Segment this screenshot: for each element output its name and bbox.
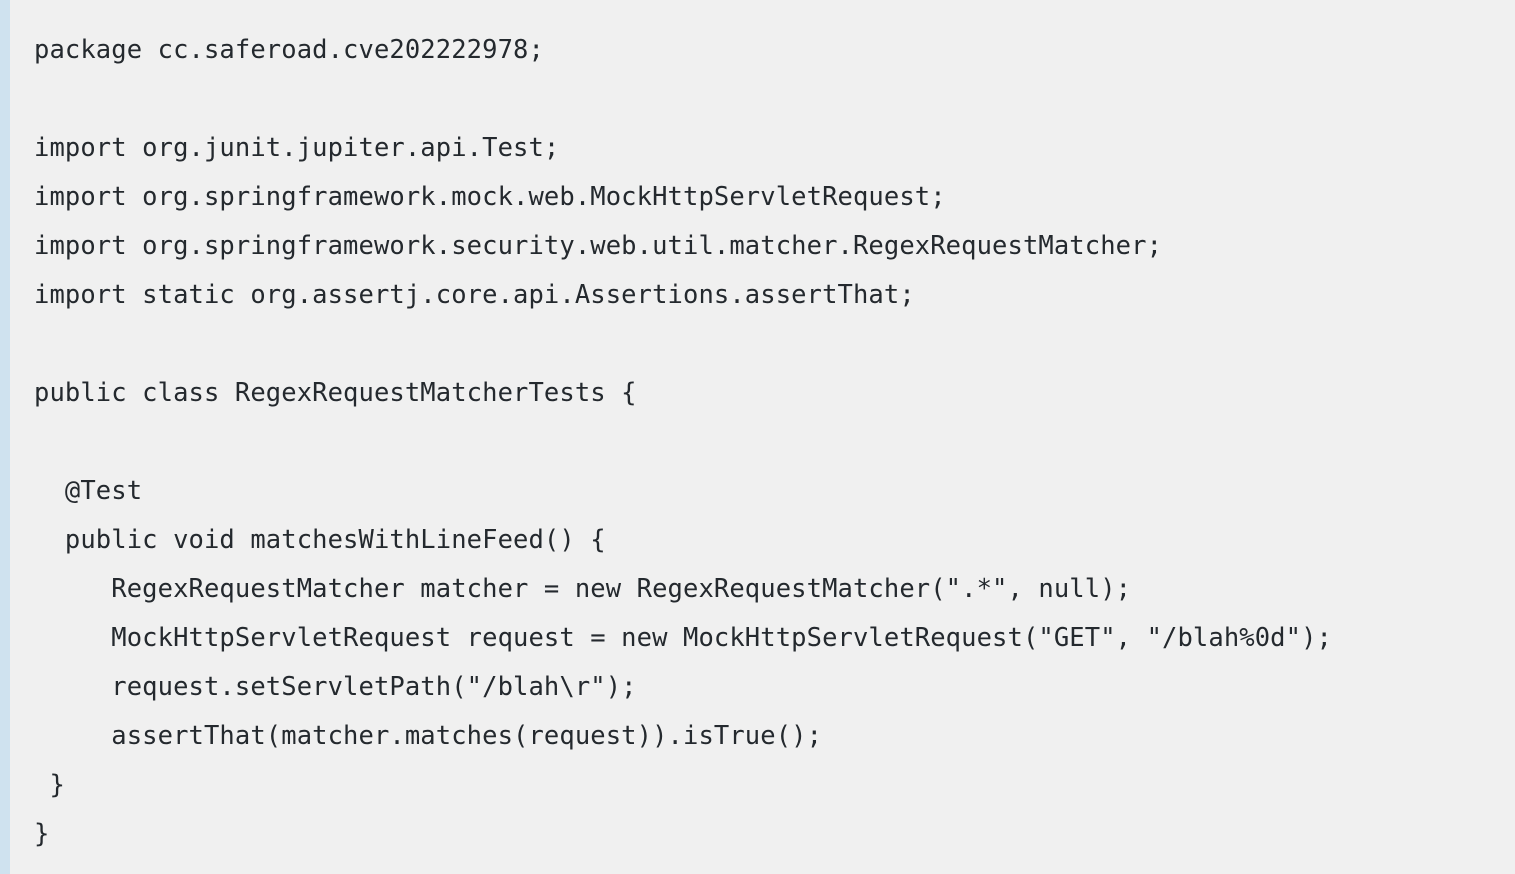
code-content: package cc.saferoad.cve202222978; import … <box>34 26 1491 859</box>
code-line: RegexRequestMatcher matcher = new RegexR… <box>34 574 1132 604</box>
code-line: package cc.saferoad.cve202222978; <box>34 35 544 65</box>
code-line <box>34 75 1491 124</box>
code-line: } <box>34 770 65 800</box>
code-line: import static org.assertj.core.api.Asser… <box>34 280 915 310</box>
code-line: public class RegexRequestMatcherTests { <box>34 378 637 408</box>
code-line: import org.springframework.mock.web.Mock… <box>34 182 946 212</box>
code-listing[interactable]: package cc.saferoad.cve202222978; import … <box>34 26 1491 859</box>
code-line: assertThat(matcher.matches(request)).isT… <box>34 721 823 751</box>
code-line: } <box>34 819 50 849</box>
code-line: @Test <box>34 476 143 506</box>
code-line <box>34 320 1491 369</box>
code-line: public void matchesWithLineFeed() { <box>34 525 606 555</box>
code-line <box>34 418 1491 467</box>
code-line: import org.junit.jupiter.api.Test; <box>34 133 560 163</box>
code-line: request.setServletPath("/blah\r"); <box>34 672 637 702</box>
code-line: MockHttpServletRequest request = new Moc… <box>34 623 1332 653</box>
code-line: import org.springframework.security.web.… <box>34 231 1163 261</box>
